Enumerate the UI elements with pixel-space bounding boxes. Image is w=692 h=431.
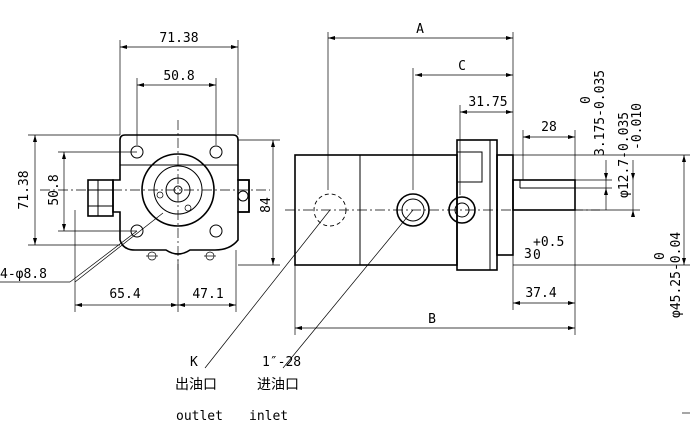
side-view bbox=[285, 139, 600, 271]
outlet-leader bbox=[204, 209, 331, 369]
side-flange-detail bbox=[456, 151, 483, 183]
dim-side-37-4: 37.4 bbox=[525, 286, 556, 301]
side-dimensions: A C 31.75 28 B 37.4 3.175-0.035 0 bbox=[294, 22, 690, 335]
central-boss-outer bbox=[141, 153, 215, 227]
dim-shaft-dia-upper: -0.010 bbox=[630, 103, 645, 150]
side-shaft bbox=[512, 179, 576, 211]
dim-key-width: 3.175-0.035 bbox=[593, 70, 608, 156]
dim-side-B: B bbox=[428, 312, 436, 327]
inlet-label-cn: 进油口 bbox=[257, 377, 299, 393]
dim-key-depth-lower: 0 bbox=[533, 248, 541, 263]
dim-bottom-left: 65.4 bbox=[109, 287, 140, 302]
side-flange bbox=[456, 139, 498, 271]
port-labels: K 1″-28 出油口 进油口 outlet inlet bbox=[175, 209, 414, 424]
dim-key-depth-upper: +0.5 bbox=[533, 235, 564, 250]
dim-front-height-left: 71.38 bbox=[17, 170, 32, 209]
dim-front-width-top: 71.38 bbox=[159, 31, 198, 46]
dim-pilot-dia-upper: 0 bbox=[653, 252, 668, 260]
inlet-code: 1″-28 bbox=[262, 355, 301, 370]
dim-front-height-right: 84 bbox=[259, 197, 274, 213]
small-screw-1 bbox=[156, 191, 164, 199]
dim-key-depth: 3 bbox=[524, 247, 532, 262]
dim-side-C: C bbox=[458, 59, 466, 74]
outlet-label-cn: 出油口 bbox=[175, 377, 217, 393]
right-port-fitting bbox=[237, 179, 250, 213]
front-view bbox=[40, 120, 270, 270]
inlet-leader bbox=[282, 209, 414, 369]
outlet-label-en: outlet bbox=[176, 409, 223, 424]
front-dimensions: 71.38 50.8 71.38 50.8 84 4-φ8.8 bbox=[0, 31, 280, 312]
dim-front-inner-height: 50.8 bbox=[47, 174, 62, 205]
small-screw-2 bbox=[184, 204, 192, 212]
dim-pilot-dia: φ45.25-0.04 bbox=[669, 232, 684, 318]
dim-holes: 4-φ8.8 bbox=[0, 267, 47, 282]
left-port-fitting bbox=[87, 179, 114, 217]
dim-side-A: A bbox=[416, 22, 424, 37]
outlet-code: K bbox=[190, 355, 198, 370]
side-pilot bbox=[496, 154, 514, 256]
inlet-label-en: inlet bbox=[249, 409, 288, 424]
mount-hole-br bbox=[209, 224, 223, 238]
dim-front-inner-width: 50.8 bbox=[163, 69, 194, 84]
dim-side-31-75: 31.75 bbox=[468, 95, 507, 110]
dim-side-28: 28 bbox=[541, 120, 557, 135]
mount-hole-tr bbox=[209, 145, 223, 159]
right-port-circle bbox=[237, 190, 249, 202]
dim-key-width-upper: 0 bbox=[579, 96, 594, 104]
dim-bottom-right: 47.1 bbox=[192, 287, 223, 302]
